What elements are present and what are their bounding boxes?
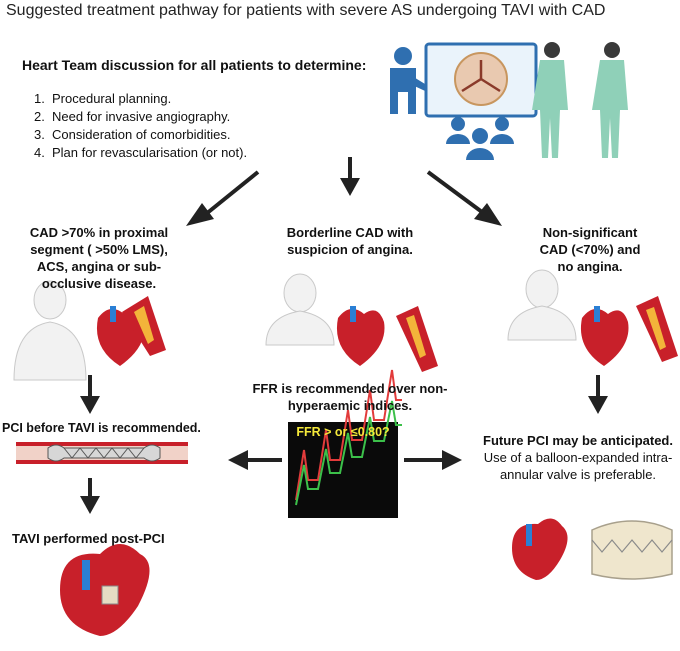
presentation-screen-icon bbox=[424, 42, 538, 118]
ffr-monitor bbox=[288, 369, 402, 518]
patient-figure-middle bbox=[265, 273, 335, 346]
arrow-monitor-to-left bbox=[228, 450, 282, 470]
patient-figure-right bbox=[507, 269, 577, 341]
left-branch-text: CAD >70% in proximal segment ( >50% LMS)… bbox=[29, 225, 169, 291]
artery-icon-left bbox=[122, 296, 166, 356]
valve-preference-line: annular valve is preferable. bbox=[499, 467, 657, 482]
valve-preference-line: Use of a balloon-expanded intra- bbox=[483, 450, 673, 465]
list-item: 2.Need for invasive angiography. bbox=[34, 109, 231, 124]
arrow-to-left-branch bbox=[186, 170, 260, 226]
heart-team-list: 1.Procedural planning. 2.Need for invasi… bbox=[34, 90, 247, 162]
arrow-down-right bbox=[588, 375, 608, 414]
right-path-text: Future PCI may be anticipated. Use of a … bbox=[478, 432, 678, 483]
arrow-to-right-branch bbox=[426, 170, 502, 226]
clinician-icon bbox=[532, 42, 628, 158]
tavi-post-pci-label: TAVI performed post-PCI bbox=[12, 531, 165, 546]
heart-icon-middle bbox=[336, 306, 385, 366]
artery-icon-middle bbox=[396, 306, 438, 372]
valve-icon bbox=[591, 520, 673, 580]
list-item: 1.Procedural planning. bbox=[34, 91, 172, 106]
heart-team-heading: Heart Team discussion for all patients t… bbox=[22, 57, 367, 73]
heart-with-valve-icon bbox=[60, 544, 150, 636]
artery-icon-right bbox=[636, 296, 678, 362]
arrow-down-left-2 bbox=[80, 478, 100, 514]
future-pci-heading: Future PCI may be anticipated. bbox=[483, 433, 673, 448]
stent-icon bbox=[16, 442, 188, 464]
patient-figure-left bbox=[13, 280, 87, 381]
ffr-recommendation: FFR is recommended over non- hyperaemic … bbox=[252, 381, 448, 413]
right-branch-text: Non-significant CAD (<70%) and no angina… bbox=[539, 225, 641, 274]
arrow-monitor-to-right bbox=[404, 450, 462, 470]
arrow-to-middle-branch bbox=[340, 157, 360, 196]
page-title: Suggested treatment pathway for patients… bbox=[6, 2, 606, 19]
list-item: 4.Plan for revascularisation (or not). bbox=[34, 145, 248, 160]
middle-branch-text: Borderline CAD with suspicion of angina. bbox=[286, 225, 414, 257]
audience-icon bbox=[446, 117, 514, 160]
list-item: 3.Consideration of comorbidities. bbox=[34, 127, 231, 142]
heart-icon-bottom-right bbox=[512, 518, 568, 580]
heart-icon-right bbox=[580, 306, 629, 366]
arrow-down-left-1 bbox=[80, 375, 100, 414]
ffr-monitor-label: FFR > or ≤0.80? bbox=[296, 425, 390, 439]
pci-recommendation: PCI before TAVI is recommended. bbox=[2, 421, 201, 435]
